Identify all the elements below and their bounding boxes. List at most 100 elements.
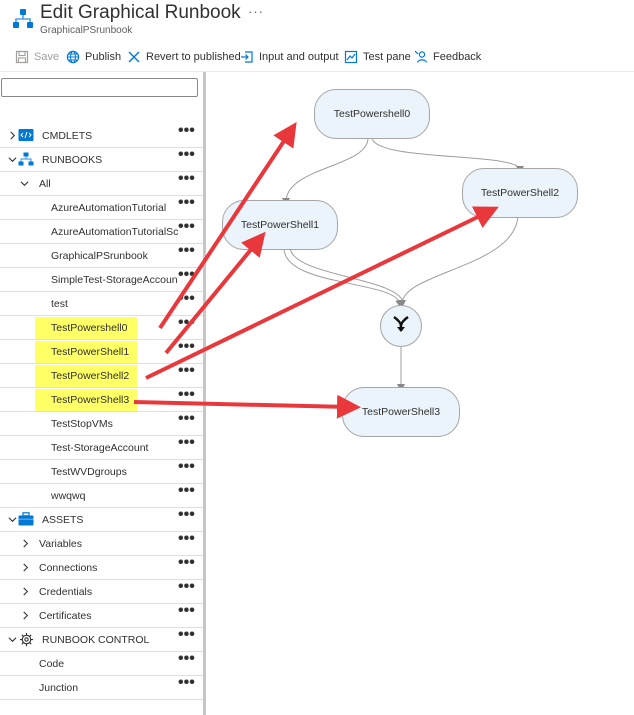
tree-item-runbooks[interactable]: RUNBOOKS ••• xyxy=(0,146,203,172)
revert-button[interactable]: Revert to published xyxy=(127,46,241,68)
tree-item-assets[interactable]: ASSETS ••• xyxy=(0,506,203,532)
more-actions-button[interactable]: ••• xyxy=(178,434,195,451)
more-actions-button[interactable]: ••• xyxy=(178,458,195,475)
junction-node[interactable] xyxy=(380,305,422,347)
activity-label: TestPowerShell2 xyxy=(480,187,560,199)
more-actions-button[interactable]: ••• xyxy=(178,554,195,571)
test-pane-button[interactable]: Test pane xyxy=(344,46,411,68)
chevron-right-icon[interactable] xyxy=(7,130,17,140)
tree-item-runbook-control[interactable]: RUNBOOK CONTROL ••• xyxy=(0,626,203,652)
briefcase-icon xyxy=(18,512,34,526)
control-item-code[interactable]: Code ••• xyxy=(0,650,203,676)
runbook-label: SimpleTest-StorageAccount xyxy=(51,273,178,286)
chevron-down-icon[interactable] xyxy=(7,154,17,164)
more-actions-button[interactable]: ••• xyxy=(178,218,195,235)
link-n2-junction xyxy=(398,213,519,308)
gear-icon xyxy=(18,632,34,646)
more-actions-button[interactable]: ••• xyxy=(178,410,195,427)
activity-node-testpowershell0[interactable]: TestPowershell0 xyxy=(314,89,430,139)
asset-item-variables[interactable]: Variables ••• xyxy=(0,530,203,556)
more-actions-button[interactable]: ••• xyxy=(178,242,195,259)
more-actions-button[interactable]: ••• xyxy=(178,626,195,643)
more-actions-button[interactable]: ••• xyxy=(178,266,195,283)
hierarchy-icon xyxy=(18,152,34,166)
runbook-item[interactable]: TestStopVMs ••• xyxy=(0,410,203,436)
runbook-label: TestPowerShell2 xyxy=(51,369,130,382)
more-actions-button[interactable]: ••• xyxy=(178,602,195,619)
runbook-item[interactable]: test ••• xyxy=(0,290,203,316)
runbook-item[interactable]: AzureAutomationTutorial ••• xyxy=(0,194,203,220)
feedback-label: Feedback xyxy=(433,51,482,63)
more-actions-button[interactable]: ••• xyxy=(178,314,195,331)
runbook-item[interactable]: GraphicalPSrunbook ••• xyxy=(0,242,203,268)
tree-item-all[interactable]: All ••• xyxy=(0,170,203,196)
more-options-button[interactable]: ··· xyxy=(248,4,264,19)
more-actions-button[interactable]: ••• xyxy=(178,362,195,379)
chevron-down-icon[interactable] xyxy=(7,634,17,644)
activity-node-testpowershell2[interactable]: TestPowerShell2 xyxy=(462,168,578,218)
runbook-item[interactable]: TestPowerShell2 ••• xyxy=(0,362,203,388)
runbook-label: AzureAutomationTutorial xyxy=(51,201,167,214)
control-item-junction[interactable]: Junction ••• xyxy=(0,674,203,700)
runbook-label: GraphicalPSrunbook xyxy=(51,249,148,262)
highlight-mark xyxy=(35,317,137,339)
runbook-label: Test-StorageAccount xyxy=(51,441,149,454)
more-actions-button[interactable]: ••• xyxy=(178,290,195,307)
runbook-item[interactable]: AzureAutomationTutorialScript••• xyxy=(0,218,203,244)
feedback-button[interactable]: Feedback xyxy=(414,46,481,68)
panel-splitter[interactable] xyxy=(203,72,206,715)
tree-item-cmdlets[interactable]: CMDLETS ••• xyxy=(0,122,203,148)
runbook-item[interactable]: Test-StorageAccount ••• xyxy=(0,434,203,460)
page-header: Edit Graphical Runbook ··· GraphicalPSru… xyxy=(0,0,634,42)
runbook-item[interactable]: wwqwq••• xyxy=(0,482,203,508)
asset-item-certificates[interactable]: Certificates ••• xyxy=(0,602,203,628)
activity-node-testpowershell1[interactable]: TestPowerShell1 xyxy=(222,200,338,250)
runbook-label: TestPowerShell3 xyxy=(51,393,130,406)
chevron-down-icon[interactable] xyxy=(7,514,17,524)
more-actions-button[interactable]: ••• xyxy=(178,146,195,163)
save-icon xyxy=(15,50,29,64)
more-actions-button[interactable]: ••• xyxy=(178,194,195,211)
more-actions-button[interactable]: ••• xyxy=(178,530,195,547)
tree-label: All xyxy=(39,177,51,190)
globe-icon xyxy=(66,50,80,64)
asset-item-connections[interactable]: Connections ••• xyxy=(0,554,203,580)
more-actions-button[interactable]: ••• xyxy=(178,338,195,355)
runbook-label: TestStopVMs xyxy=(51,417,113,430)
asset-item-credentials[interactable]: Credentials ••• xyxy=(0,578,203,604)
tree-label: Code xyxy=(39,657,65,670)
runbook-canvas[interactable]: TestPowershell0 TestPowerShell1 TestPowe… xyxy=(206,72,634,715)
save-button[interactable]: Save xyxy=(15,46,59,68)
activity-node-testpowershell3[interactable]: TestPowerShell3 xyxy=(342,387,460,437)
tree-label: RUNBOOKS xyxy=(42,153,103,166)
chevron-right-icon[interactable] xyxy=(20,538,30,548)
runbook-item[interactable]: TestWVDgroups••• xyxy=(0,458,203,484)
more-actions-button[interactable]: ••• xyxy=(178,122,195,139)
runbook-item[interactable]: TestPowerShell3 ••• xyxy=(0,386,203,412)
runbook-item[interactable]: TestPowershell0••• xyxy=(0,314,203,340)
more-actions-button[interactable]: ••• xyxy=(178,386,195,403)
runbook-item[interactable]: TestPowerShell1••• xyxy=(0,338,203,364)
tree-label: RUNBOOK CONTROL xyxy=(42,633,150,646)
runbook-logo-icon xyxy=(12,8,34,30)
chevron-right-icon[interactable] xyxy=(20,562,30,572)
code-icon xyxy=(18,128,34,142)
chevron-right-icon[interactable] xyxy=(20,586,30,596)
search-input[interactable] xyxy=(1,78,198,97)
runbook-item[interactable]: SimpleTest-StorageAccount••• xyxy=(0,266,203,292)
test-pane-icon xyxy=(344,50,358,64)
more-actions-button[interactable]: ••• xyxy=(178,506,195,523)
more-actions-button[interactable]: ••• xyxy=(178,674,195,691)
save-label: Save xyxy=(34,51,60,63)
chevron-right-icon[interactable] xyxy=(20,610,30,620)
more-actions-button[interactable]: ••• xyxy=(178,578,195,595)
more-actions-button[interactable]: ••• xyxy=(178,170,195,187)
tree-label: Variables xyxy=(39,537,82,550)
more-actions-button[interactable]: ••• xyxy=(178,482,195,499)
publish-button[interactable]: Publish xyxy=(66,46,121,68)
runbook-label: test xyxy=(51,297,68,310)
tree-label: ASSETS xyxy=(42,513,84,526)
input-output-button[interactable]: Input and output xyxy=(240,46,339,68)
more-actions-button[interactable]: ••• xyxy=(178,650,195,667)
chevron-down-icon[interactable] xyxy=(19,178,29,188)
